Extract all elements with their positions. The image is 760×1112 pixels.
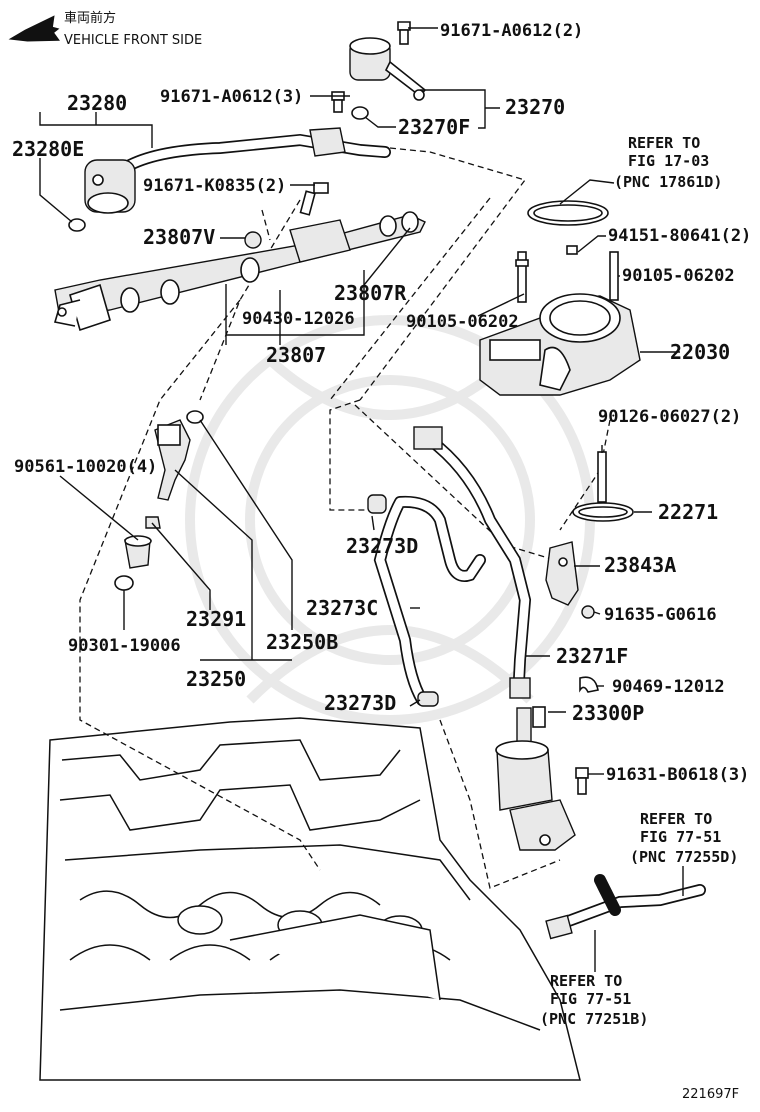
label-23807[interactable]: 23807 [266,343,326,367]
label-22030[interactable]: 22030 [670,340,730,364]
ref-fig77b-line2: FIG 77-51 [550,990,631,1008]
fuel-line-23280 [84,127,391,214]
bolt-90105-right [609,251,619,301]
insulator-23291 [124,535,152,569]
label-23843a[interactable]: 23843A [604,553,676,577]
hose-23273c [373,495,486,706]
ref-fig77b-line3[interactable]: (PNC 77251B) [540,1010,648,1028]
label-23300p[interactable]: 23300P [572,701,644,725]
engine-block [39,717,581,1081]
oring-90301 [114,575,134,591]
label-91631-b0618-3[interactable]: 91631-B0618(3) [606,765,749,785]
bolt-91635 [581,605,595,619]
nut-23807v [244,231,262,249]
label-91671-a0612-3[interactable]: 91671-A0612(3) [160,87,303,107]
front-direction-arrow-icon [8,15,60,42]
label-23250[interactable]: 23250 [186,667,246,691]
label-91635-g0616[interactable]: 91635-G0616 [604,605,717,625]
label-94151-80641-2[interactable]: 94151-80641(2) [608,226,751,246]
label-91671-a0612-2[interactable]: 91671-A0612(2) [440,21,583,41]
nut-90561 [145,516,161,529]
label-23271f[interactable]: 23271F [556,644,628,668]
label-90105-06202-left[interactable]: 90105-06202 [406,312,519,332]
gasket-22271 [572,502,634,522]
bolt-94151 [566,245,578,255]
label-90301-19006[interactable]: 90301-19006 [68,636,181,656]
ref-fig77a-line1: REFER TO [640,810,712,828]
label-91671-k0835-2[interactable]: 91671-K0835(2) [143,176,286,196]
label-23273d-bottom[interactable]: 23273D [324,691,396,715]
bolt-top-91671 [397,21,411,45]
fuel-rail-23807 [53,211,426,332]
figure-id: 221697F [682,1087,739,1102]
label-23291[interactable]: 23291 [186,607,246,631]
label-23273c[interactable]: 23273C [306,596,378,620]
label-23270[interactable]: 23270 [505,95,565,119]
vsv-23300p [495,706,576,851]
ref-fig77a-line2: FIG 77-51 [640,828,721,846]
gasket-ring-fig17 [527,200,609,226]
clamp-23273d-bottom [417,691,439,707]
label-90105-06202-right[interactable]: 90105-06202 [622,266,735,286]
oring-23280e [68,218,86,232]
label-23270f[interactable]: 23270F [398,115,470,139]
label-90430-12026[interactable]: 90430-12026 [242,309,355,329]
hose-23271f [413,426,532,699]
pressure-regulator-23270 [349,37,427,101]
header-jp-text: 車両前方 [64,10,116,26]
header-en-text: VEHICLE FRONT SIDE [64,33,202,48]
ref-fig17-line3[interactable]: (PNC 17861D) [614,173,722,191]
bracket-23843a [545,541,579,606]
throttle-body-22030 [479,293,641,396]
leader-lines [39,27,684,972]
ref-fig77a-line3[interactable]: (PNC 77255D) [630,848,738,866]
oring-23270f [351,106,369,120]
stud-90126 [597,451,607,503]
clip-90469 [579,676,599,693]
bolt-91671-a0612-3 [331,91,345,113]
label-22271[interactable]: 22271 [658,500,718,524]
label-90561-10020-4[interactable]: 90561-10020(4) [14,457,157,477]
bolt-91671-k0835 [299,182,329,216]
label-23807r[interactable]: 23807R [334,281,407,305]
label-23807v[interactable]: 23807V [143,225,215,249]
ref-fig17-line2: FIG 17-03 [628,152,709,170]
injector-23250 [154,410,204,501]
ref-fig77b-line1: REFER TO [550,972,622,990]
clamp-23273d-top [367,494,387,514]
label-90469-12012[interactable]: 90469-12012 [612,677,725,697]
fuel-line-fig77 [545,874,706,940]
ref-fig17-line1: REFER TO [628,134,700,152]
label-23280[interactable]: 23280 [67,91,127,115]
label-23280e[interactable]: 23280E [12,137,84,161]
bolt-90105-left [515,251,529,303]
bolt-91631 [575,767,589,795]
label-23273d-top[interactable]: 23273D [346,534,418,558]
label-23250b[interactable]: 23250B [266,630,338,654]
label-90126-06027-2[interactable]: 90126-06027(2) [598,407,741,427]
